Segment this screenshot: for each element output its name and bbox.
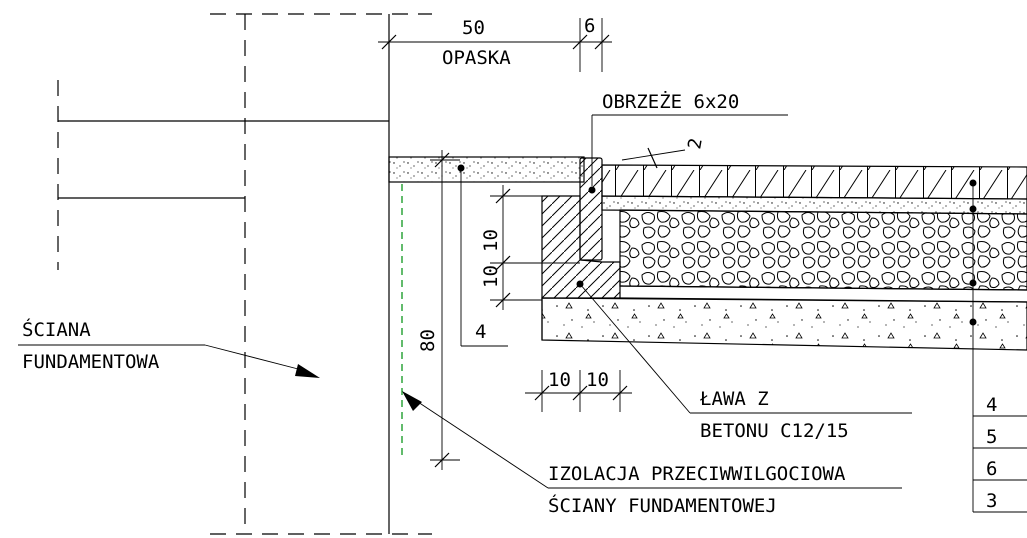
dim-layers-vertical <box>490 185 580 310</box>
dim-insulation-gap-value: 4 <box>475 321 486 343</box>
foundation-wall <box>57 13 432 535</box>
label-lawa-line2: BETONU C12/15 <box>700 420 849 442</box>
layer-table-row-1: 4 <box>986 394 997 416</box>
layer-table-row-2: 5 <box>986 426 997 448</box>
dim-footing-a: 10 <box>548 369 571 391</box>
dim-edge-gap: 6 <box>584 15 595 37</box>
label-opaska: OPASKA <box>442 47 511 69</box>
layer-table-row-3: 6 <box>986 458 997 480</box>
dim-depth <box>430 150 460 470</box>
dim-footing <box>525 370 632 412</box>
layer-table-row-4: 3 <box>986 490 997 512</box>
dim-edge-offset <box>621 147 686 169</box>
dim-top <box>378 18 612 121</box>
dim-edge-offset-value: 2 <box>684 137 707 151</box>
label-sciana-line2: FUNDAMENTOWA <box>22 351 160 373</box>
dim-footing-b: 10 <box>586 369 609 391</box>
opaska-slab <box>388 156 585 183</box>
layer-table <box>969 179 1027 513</box>
label-izolacja-line1: IZOLACJA PRZECIWWILGOCIOWA <box>548 463 846 485</box>
label-obrzeze: OBRZEŻE 6x20 <box>602 90 739 113</box>
pavement-layers <box>541 164 1027 351</box>
label-lawa-line1: ŁAWA Z <box>699 388 769 410</box>
dim-layer-2: 10 <box>480 265 502 288</box>
dim-insulation-gap <box>457 164 508 347</box>
dim-opaska-width: 50 <box>462 17 485 39</box>
curb <box>579 157 603 261</box>
label-sciana-line1: ŚCIANA <box>22 317 91 341</box>
dim-layer-1: 10 <box>480 229 502 252</box>
dim-depth-value: 80 <box>417 329 439 352</box>
label-izolacja-line2: ŚCIANY FUNDAMENTOWEJ <box>548 493 777 517</box>
